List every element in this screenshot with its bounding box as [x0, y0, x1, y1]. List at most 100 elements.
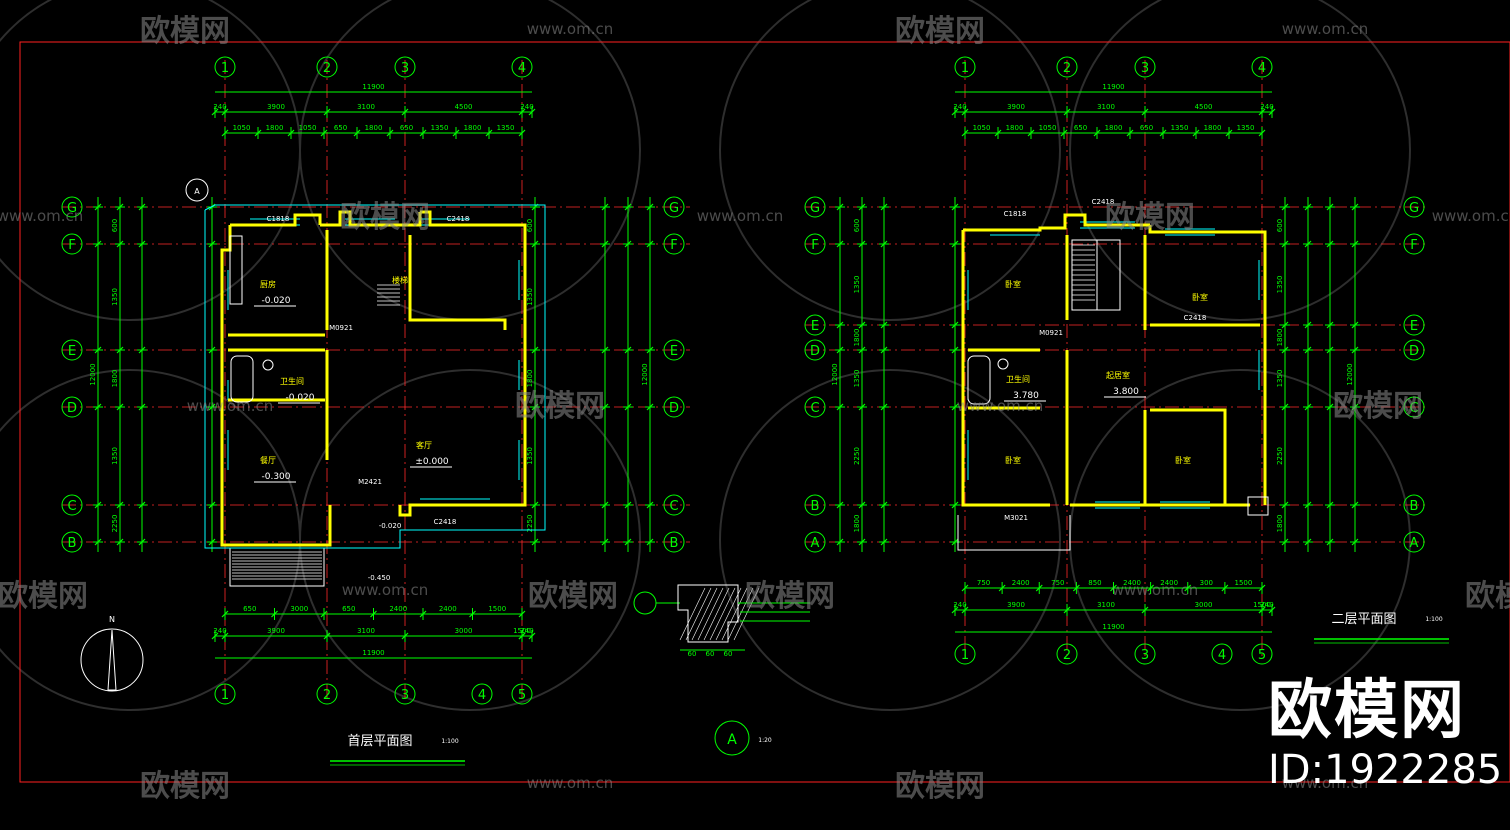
axis-bubble-left-G-circle: [61, 196, 83, 218]
left-dim-chain-3-slash: [208, 501, 216, 509]
top-dim-chain-slash: [211, 108, 219, 116]
detail-section: [677, 584, 739, 643]
detail-scale: 1:20: [758, 737, 772, 744]
top-window-chain-value: 1350: [1171, 124, 1189, 132]
axis-bubble-right-B-circle: [663, 531, 685, 553]
axis-bubble-left-C-label: C: [810, 401, 819, 416]
element-code: C1818: [1004, 210, 1027, 218]
top-window-chain-slash: [994, 129, 1002, 137]
watermark-brand-text: 欧模网: [1465, 579, 1510, 614]
axis-bubble-top-3-circle: [394, 56, 416, 78]
side-dim-value: 1350: [1276, 370, 1284, 388]
right-dim-chain-2-slash: [624, 403, 632, 411]
axis-bubble-left-B-label: B: [811, 499, 820, 514]
top-overall-dim-value: 11900: [1102, 83, 1124, 91]
side-dim-value: 600: [853, 219, 861, 232]
right-dim-chain-2-slash: [624, 240, 632, 248]
top-window-chain-value: 1050: [233, 124, 251, 132]
watermark-site-text: www.om.cn: [527, 774, 614, 792]
right-dim-chain-1-slash: [601, 538, 609, 546]
left-dim-chain-0-slash: [94, 346, 102, 354]
watermark-site-text: www.om.cn: [187, 397, 274, 415]
watermark-brand-text: 欧模网: [528, 579, 618, 614]
right-dim-chain-0-slash: [1281, 501, 1289, 509]
kitchen-counter: [229, 235, 243, 305]
left-dim-chain-1-slash: [858, 240, 866, 248]
right-dim-chain-2-slash: [624, 538, 632, 546]
top-window-chain-value: 650: [1074, 124, 1087, 132]
watermark-brand-text: 欧模网: [895, 769, 985, 804]
right-dim-chain-0-slash: [1281, 321, 1289, 329]
side-dim-value: 1350: [111, 288, 119, 306]
axis-bubble-left-C-circle: [61, 494, 83, 516]
axis-bubble-right-F-circle: [1403, 233, 1425, 255]
right-dim-chain-0-slash: [531, 538, 539, 546]
right-dim-chain-3-slash: [646, 346, 654, 354]
right-dim-chain-3-slash: [1351, 538, 1359, 546]
axis-bubble-top-1-label: 1: [961, 61, 969, 76]
watermark-site-text: www.om.cn: [1432, 207, 1510, 225]
axis-bubble-left-B-circle: [804, 494, 826, 516]
bottom-dim-chain-slash: [528, 632, 536, 640]
right-dim-chain-3-slash: [646, 538, 654, 546]
top-dim-chain-value: 3100: [1097, 103, 1115, 111]
axis-bubble-bottom-5-circle: [1251, 643, 1273, 665]
side-overall-dim-value: 12000: [831, 363, 839, 385]
wall: [961, 230, 1050, 507]
wall: [963, 213, 1150, 232]
bottom-dim-chain-value: 3900: [267, 627, 285, 635]
top-dim-chain-slash: [961, 108, 969, 116]
axis-bubble-bottom-1-circle: [214, 683, 236, 705]
top-window-chain-slash: [1126, 129, 1134, 137]
bottom-dim-chain-value: 1500: [513, 627, 531, 635]
bottom-dim-chain-value: 240: [520, 627, 533, 635]
axis-bubble-right-B-label: B: [670, 536, 679, 551]
watermark-brand-text: 欧模网: [140, 14, 230, 49]
left-dim-chain-0-slash: [836, 346, 844, 354]
top-dim-chain-slash: [951, 108, 959, 116]
detail-hatch: [691, 587, 718, 641]
left-dim-chain-2-slash: [138, 240, 146, 248]
axis-bubble-bottom-2-circle: [1056, 643, 1078, 665]
plan-title: 二层平面图: [1331, 612, 1396, 627]
room-name: 卫生间: [280, 376, 304, 386]
plan-scale: 1:100: [441, 738, 458, 745]
bottom-dim-chain-slash: [1268, 606, 1276, 614]
top-dim-chain-value: 240: [520, 103, 533, 111]
left-dim-chain-2-slash: [880, 346, 888, 354]
right-dim-chain-0-slash: [1281, 203, 1289, 211]
left-dim-chain-2-slash: [880, 538, 888, 546]
element-code: M0921: [1039, 329, 1063, 337]
left-dim-chain-0-slash: [836, 403, 844, 411]
right-dim-chain-0-slash: [531, 501, 539, 509]
top-dim-chain-slash: [401, 108, 409, 116]
detail-hatch: [727, 587, 754, 641]
top-dim-chain-value: 240: [213, 103, 226, 111]
left-dim-chain-3-slash: [208, 538, 216, 546]
element-code: M2421: [358, 478, 382, 486]
watermark-brand-text: 欧模网: [745, 579, 835, 614]
axis-bubble-bottom-3-label: 3: [401, 688, 409, 703]
axis-bubble-left-C-circle: [804, 396, 826, 418]
left-dim-chain-0-slash: [94, 538, 102, 546]
top-dim-chain-value: 3900: [1007, 103, 1025, 111]
detail-hatch: [721, 587, 748, 641]
top-dim-chain-slash: [1258, 108, 1266, 116]
left-dim-chain-3-slash: [208, 403, 216, 411]
side-dim-value: 1350: [853, 276, 861, 294]
bottom-overall-dim-value: 11900: [1102, 623, 1124, 631]
axis-bubble-right-E-circle: [663, 339, 685, 361]
axis-bubble-left-C-label: C: [67, 499, 76, 514]
right-dim-chain-1-slash: [1304, 346, 1312, 354]
top-window-chain-value: 1800: [1006, 124, 1024, 132]
top-window-chain-slash: [1093, 129, 1101, 137]
top-window-chain-slash: [1159, 129, 1167, 137]
top-window-chain-slash: [1225, 129, 1233, 137]
watermark-brand-text: 欧模网: [515, 389, 605, 424]
top-window-chain-value: 1350: [497, 124, 515, 132]
watermark-site-text: www.om.cn: [1282, 20, 1369, 38]
watermark-brand-text: 欧模网: [0, 579, 88, 614]
drawing-frame: [19, 41, 1510, 783]
